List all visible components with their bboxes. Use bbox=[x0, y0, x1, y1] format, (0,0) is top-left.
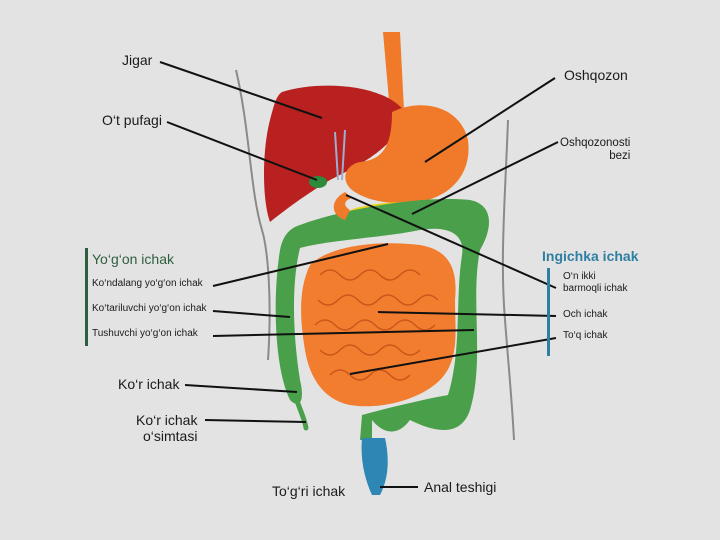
liver-shape bbox=[264, 85, 405, 222]
label-pancreas-line1: Oshqozonosti bbox=[560, 137, 631, 149]
body-outline bbox=[235, 69, 515, 441]
esophagus-shape bbox=[383, 32, 404, 112]
small-intestine-group-bar bbox=[547, 268, 550, 356]
stomach-shape bbox=[345, 105, 469, 204]
label-jejunum: Och ichak bbox=[563, 309, 608, 320]
small-intestine-coils bbox=[314, 269, 439, 381]
label-cecum: Ko‘r ichak bbox=[118, 376, 180, 392]
label-appendix-line2: o‘simtasi bbox=[143, 428, 198, 445]
label-ileum: To‘q ichak bbox=[563, 330, 608, 341]
duodenum-shape bbox=[333, 192, 352, 220]
leader-lines bbox=[159, 61, 559, 488]
label-stomach: Oshqozon bbox=[564, 67, 628, 83]
label-liver: Jigar bbox=[122, 52, 153, 68]
rectum-shape bbox=[361, 438, 388, 495]
label-small-intestine-group: Ingichka ichak bbox=[542, 248, 639, 264]
label-rectum: To‘g‘ri ichak bbox=[272, 483, 346, 499]
label-large-intestine-group: Yo‘g‘on ichak bbox=[92, 251, 174, 267]
large-intestine-group-bar bbox=[85, 248, 88, 346]
label-anus: Anal teshigi bbox=[424, 479, 497, 495]
label-descending-colon: Tushuvchi yo‘g‘on ichak bbox=[92, 328, 198, 339]
appendix-shape bbox=[293, 395, 309, 431]
label-ascending-colon: Ko‘tariluvchi yo‘g‘on ichak bbox=[92, 303, 207, 314]
bile-duct-shape bbox=[334, 129, 346, 181]
label-appendix-line1: Ko‘r ichak bbox=[136, 412, 198, 428]
small-intestine-shape bbox=[301, 243, 456, 407]
large-intestine-shape bbox=[275, 199, 490, 440]
label-pancreas-line2: bezi bbox=[609, 150, 631, 163]
label-gallbladder: O‘t pufagi bbox=[102, 112, 162, 128]
label-pancreas: Oshqozonosti bezi bbox=[560, 137, 630, 163]
label-transverse-colon: Ko‘ndalang yo‘g‘on ichak bbox=[92, 278, 203, 289]
label-duodenum-line2: barmoqli ichak bbox=[563, 282, 628, 294]
label-appendix: Ko‘r ichak o‘simtasi bbox=[136, 412, 197, 444]
label-duodenum: O‘n ikki barmoqli ichak bbox=[563, 271, 627, 294]
label-duodenum-line1: O‘n ikki bbox=[563, 271, 596, 282]
